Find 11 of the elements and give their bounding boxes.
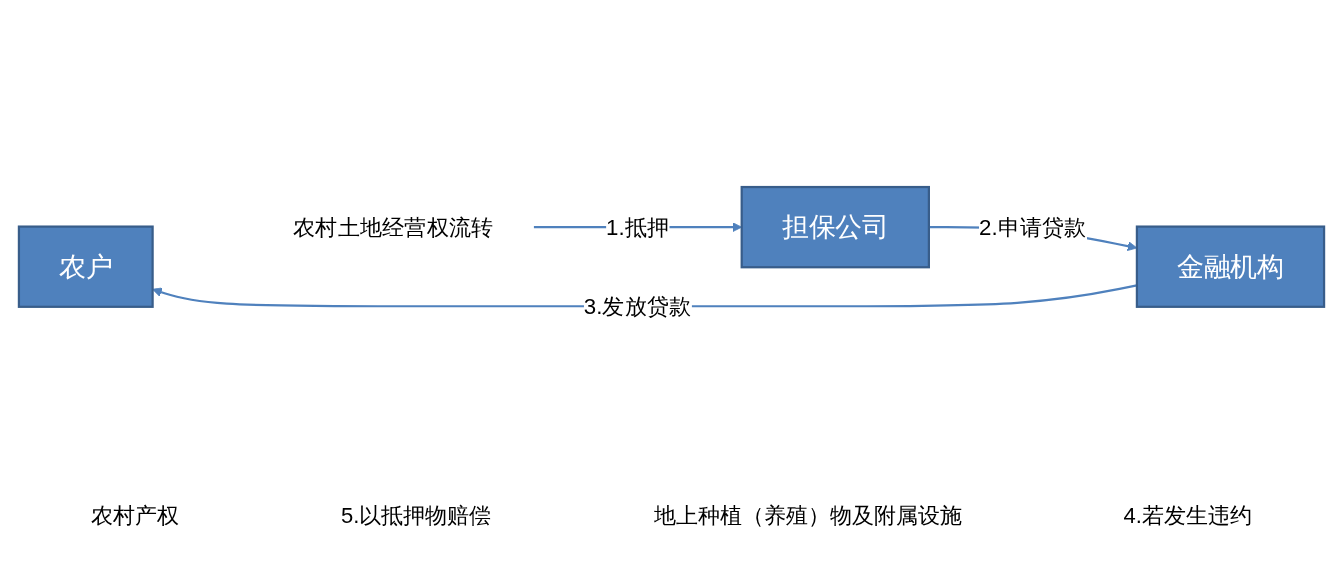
annotation-text: 5.以抵押物赔偿	[341, 502, 492, 530]
node-box: 金融机构	[1135, 225, 1326, 308]
edge-label: 2.申请贷款	[979, 214, 1087, 240]
annotation-text: 4.若发生违约	[1123, 502, 1252, 530]
node-text: 农村土地经营权流转	[293, 214, 494, 240]
annotation-text: 地上种植（养殖）物及附属设施	[653, 502, 962, 530]
annotation-text: 农村产权	[91, 502, 180, 530]
edge-label: 1.抵押	[606, 214, 670, 240]
node-box: 担保公司	[740, 185, 930, 269]
node-box: 农户	[17, 225, 154, 308]
edge-label: 3.发放贷款	[583, 294, 692, 319]
